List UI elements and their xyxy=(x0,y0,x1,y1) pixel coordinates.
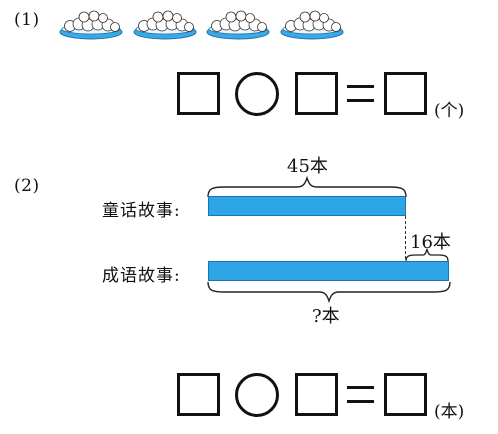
answer-box-operand-1[interactable] xyxy=(177,373,220,416)
answer-box-operand-2[interactable] xyxy=(295,373,338,416)
answer-box-result[interactable] xyxy=(384,72,427,115)
dashed-connector xyxy=(405,216,406,264)
difference-brace xyxy=(405,248,449,262)
row-1-bar xyxy=(208,196,406,216)
answer-box-operand-1[interactable] xyxy=(177,72,220,115)
answer-circle-operator[interactable] xyxy=(235,72,279,116)
difference-label: 16本 xyxy=(410,232,451,253)
answer-box-operand-2[interactable] xyxy=(295,72,338,115)
problem-2-number: (2) xyxy=(14,176,40,196)
top-amount-label: 45本 xyxy=(287,156,328,177)
plate-of-buns-icon xyxy=(280,10,344,40)
plate-of-buns-icon xyxy=(206,10,270,40)
plate-of-buns-icon xyxy=(59,10,123,40)
bottom-brace xyxy=(207,281,451,303)
problem-1-number: (1) xyxy=(14,10,40,30)
row-2-label: 成语故事: xyxy=(102,266,181,286)
unit-label: (个) xyxy=(434,101,465,121)
equals-sign xyxy=(347,386,374,403)
row-1-label: 童话故事: xyxy=(102,201,181,221)
answer-box-result[interactable] xyxy=(384,373,427,416)
answer-circle-operator[interactable] xyxy=(235,373,279,417)
row-2-bar xyxy=(208,261,449,281)
unit-label: (本) xyxy=(434,402,465,422)
top-brace xyxy=(207,176,407,198)
equals-sign xyxy=(347,85,374,102)
plate-of-buns-icon xyxy=(133,10,197,40)
unknown-amount-label: ?本 xyxy=(312,306,340,327)
